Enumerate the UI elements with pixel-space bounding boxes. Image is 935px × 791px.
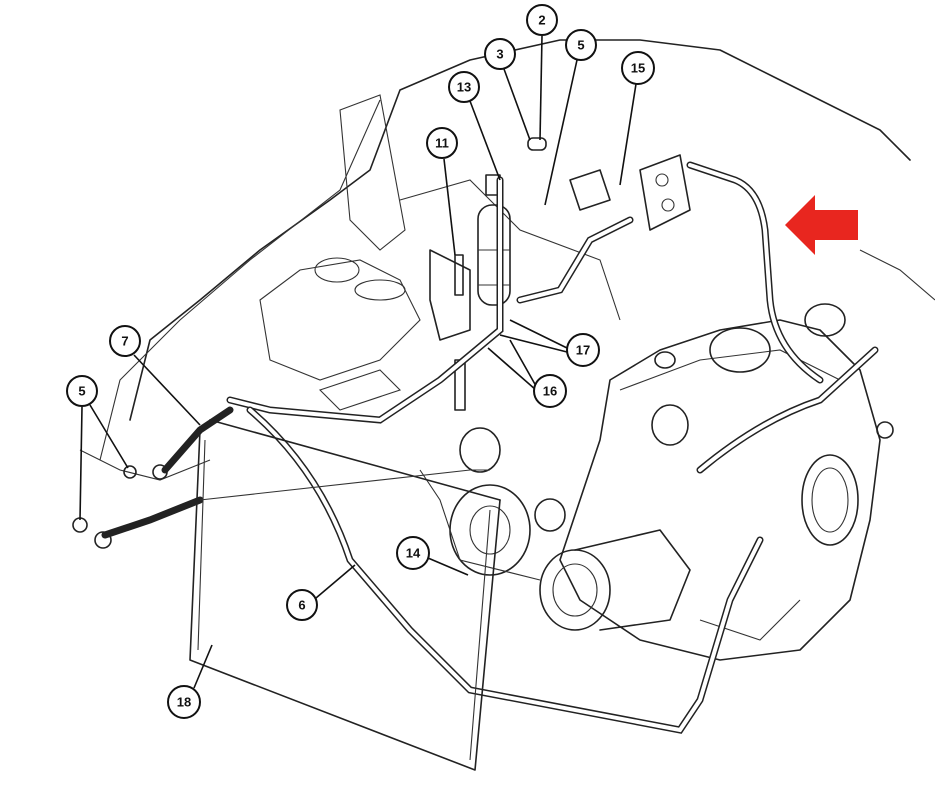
red-arrow-indicator <box>785 195 858 255</box>
svg-text:15: 15 <box>631 61 645 76</box>
condenser <box>189 419 501 771</box>
fittings <box>72 421 894 549</box>
callout-18: 18 <box>167 685 201 719</box>
callout-14: 14 <box>396 536 430 570</box>
ac-hoses <box>101 161 879 734</box>
svg-text:3: 3 <box>496 47 503 62</box>
engine-block <box>419 303 881 661</box>
svg-text:17: 17 <box>576 343 590 358</box>
callout-11: 11 <box>426 127 458 159</box>
body-outline <box>79 39 935 481</box>
callout-17: 17 <box>566 333 600 367</box>
svg-text:6: 6 <box>298 598 305 613</box>
svg-text:7: 7 <box>121 334 128 349</box>
leader-lines <box>79 35 637 689</box>
svg-text:14: 14 <box>406 546 421 561</box>
svg-text:5: 5 <box>577 38 584 53</box>
svg-text:16: 16 <box>543 384 557 399</box>
callout-2: 2 <box>526 4 558 36</box>
callout-5-left: 5 <box>66 375 98 407</box>
callout-6: 6 <box>286 589 318 621</box>
svg-text:2: 2 <box>538 13 545 28</box>
callout-13: 13 <box>448 71 480 103</box>
svg-text:13: 13 <box>457 80 471 95</box>
callout-16: 16 <box>533 374 567 408</box>
svg-text:11: 11 <box>435 136 449 151</box>
svg-text:18: 18 <box>177 695 191 710</box>
callout-15: 15 <box>621 51 655 85</box>
callout-3: 3 <box>484 38 516 70</box>
callout-5-top: 5 <box>565 29 597 61</box>
svg-text:5: 5 <box>78 384 85 399</box>
callout-7: 7 <box>109 325 141 357</box>
expansion-valve <box>527 137 691 231</box>
